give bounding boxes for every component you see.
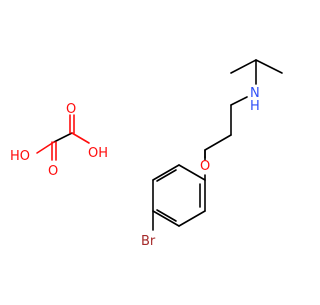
bond-chain-2 bbox=[204, 134, 232, 151]
structure-diagram: N H O Br HO OH O O bbox=[10, 59, 283, 249]
oxalic-cc-bond bbox=[53, 132, 73, 143]
oxalic-top-o-label: O bbox=[66, 102, 76, 117]
ring-bond-3 bbox=[152, 210, 180, 227]
oxalic-bottom-o-label: O bbox=[48, 164, 58, 179]
bond-n-ch2 bbox=[230, 96, 248, 106]
bond-methyl-right bbox=[255, 59, 283, 74]
atom-o-ether-label: O bbox=[200, 159, 210, 174]
atom-n-label: N bbox=[250, 86, 260, 101]
ring-double-inner-2 bbox=[156, 209, 177, 222]
oxalic-right-c-oh bbox=[71, 132, 90, 144]
atom-br-label: Br bbox=[141, 234, 156, 249]
structure-canvas: N H O Br HO OH O O bbox=[10, 59, 283, 249]
ring-double-inner-3 bbox=[156, 169, 177, 182]
bond-methyl-left bbox=[230, 59, 257, 74]
ring-bond-2 bbox=[178, 210, 206, 227]
ring-bond-5 bbox=[152, 164, 180, 181]
atom-nh-label: H bbox=[250, 99, 260, 114]
oxalic-oh-label: OH bbox=[88, 146, 108, 161]
oxalic-left-c-oh bbox=[36, 141, 55, 154]
ring-bond-6 bbox=[178, 164, 206, 181]
oxalic-ho-label: HO bbox=[10, 149, 30, 164]
